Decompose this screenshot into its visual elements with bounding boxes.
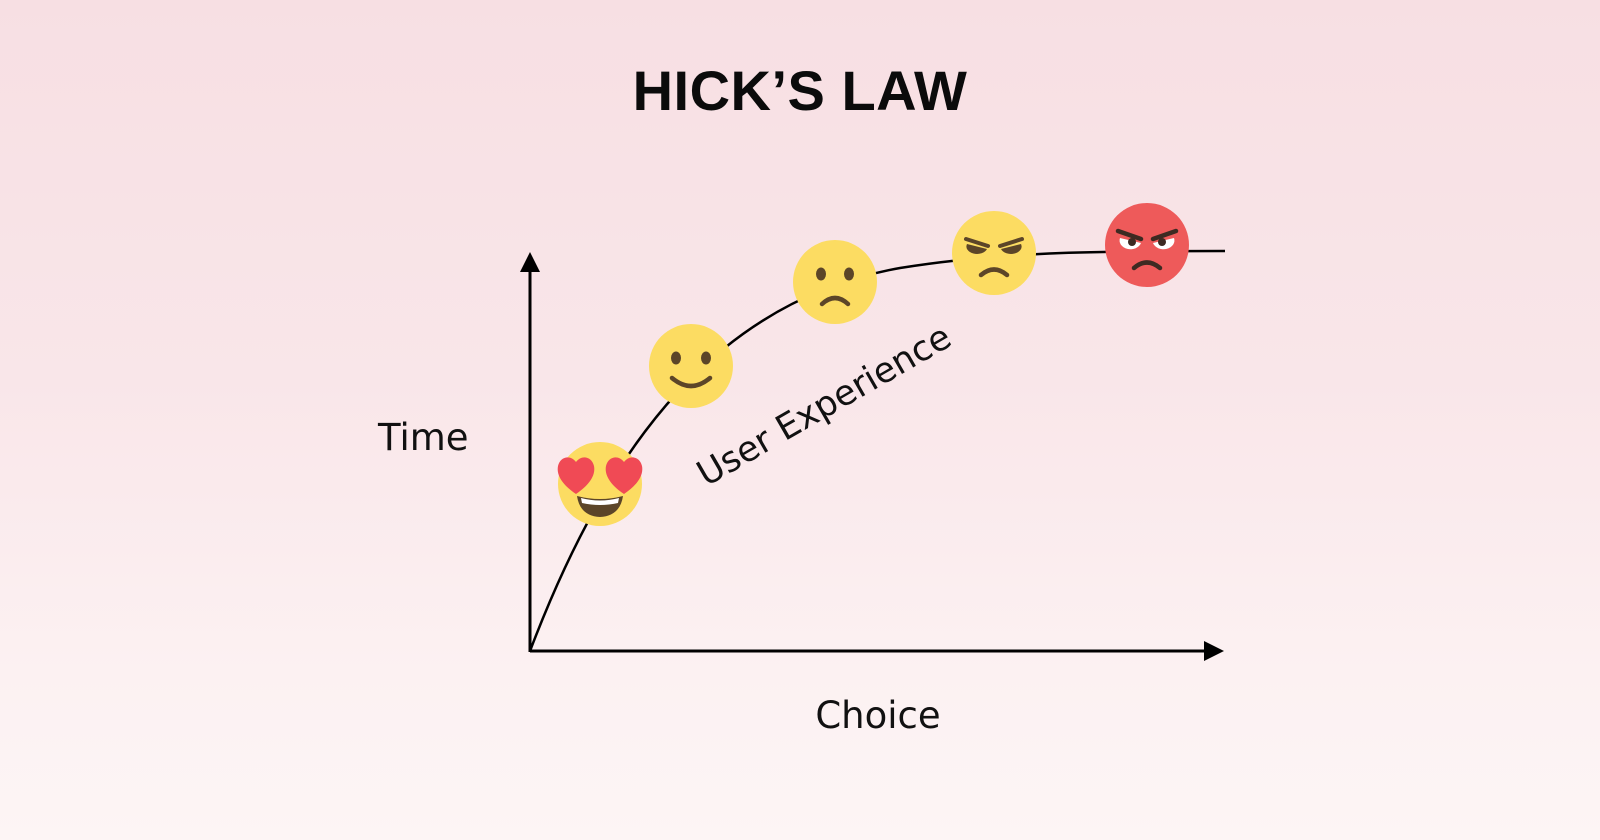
- angry-emoji-icon: [1105, 203, 1189, 287]
- annoyed-emoji-icon: [952, 211, 1036, 295]
- user-experience-curve: [528, 249, 1226, 652]
- x-axis: [530, 641, 1224, 661]
- x-axis-arrow-icon: [1204, 641, 1224, 661]
- y-axis-label: Time: [377, 416, 469, 459]
- page-title: HICK’S LAW: [632, 59, 968, 122]
- heart-eyes-emoji-icon: [557, 442, 643, 526]
- smiling-emoji-icon: [649, 324, 733, 408]
- y-axis: [520, 252, 540, 652]
- x-axis-label: Choice: [815, 694, 940, 737]
- frowning-emoji-icon: [793, 240, 877, 324]
- y-axis-arrow-icon: [520, 252, 540, 272]
